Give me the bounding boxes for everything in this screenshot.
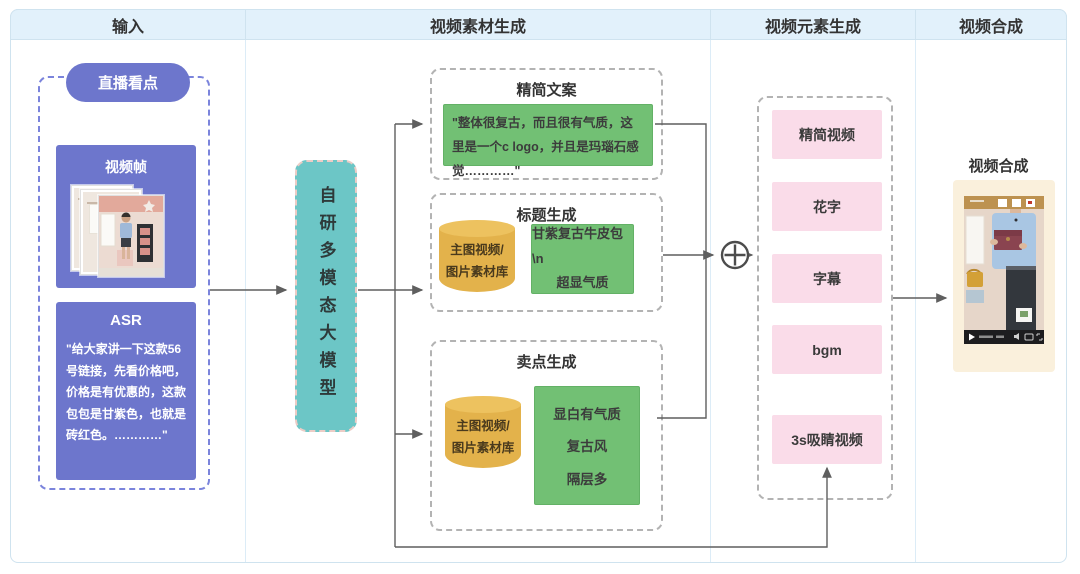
store-scene-illustration	[99, 196, 163, 276]
video-elements-group: 精简视频 花字 字幕 bgm 3s吸睛视频	[757, 96, 893, 500]
selling-point-output: 显白有气质 复古风 隔层多	[534, 386, 640, 505]
video-synthesis-card	[953, 180, 1055, 372]
volume-icon	[1014, 333, 1019, 340]
synthesized-video-image	[964, 196, 1044, 344]
stage-header-row: 输入 视频素材生成 视频元素生成 视频合成	[10, 9, 1067, 40]
column-divider	[710, 40, 711, 562]
fullscreen-icon	[1036, 333, 1043, 341]
concise-copy-output: "整体很复古，而且很有气质，这里是一个c logo，并且是玛瑙石感觉…………"	[443, 104, 653, 178]
database-label: 主图视频/ 图片素材库	[445, 243, 509, 279]
selling-point-group: 卖点生成 主图视频/ 图片素材库 显白有气质 复古风 隔层多	[430, 340, 663, 531]
multimodal-model-label: 自研多模态大模型	[316, 185, 336, 407]
live-highlight-badge: 直播看点	[66, 63, 190, 102]
title-generation-group: 标题生成 主图视频/ 图片素材库 甘紫复古牛皮包\n 超显气质	[430, 193, 663, 312]
selling-point-item: 隔层多	[566, 471, 608, 487]
video-player-illustration	[964, 196, 1044, 344]
selling-point-item: 复古风	[566, 439, 608, 455]
video-frame-node: 视频帧	[56, 145, 196, 288]
title-generation-output: 甘紫复古牛皮包\n 超显气质	[531, 224, 634, 294]
database-label: 主图视频/ 图片素材库	[451, 419, 515, 455]
element-concise-video: 精简视频	[772, 110, 882, 159]
play-icon	[969, 333, 975, 341]
title-output-line: 超显气质	[556, 275, 609, 291]
element-fancy-text: 花字	[772, 182, 882, 231]
database-icon: 主图视频/ 图片素材库	[445, 396, 521, 468]
pip-icon	[1024, 333, 1034, 341]
video-frames-image	[71, 183, 183, 279]
video-frame-label: 视频帧	[105, 159, 147, 175]
stage-header-synthesis: 视频合成	[958, 18, 1023, 36]
stage-header-element-generation: 视频元素生成	[711, 10, 916, 39]
asr-label: ASR	[110, 312, 142, 329]
title-output-line: 甘紫复古牛皮包\n	[532, 225, 624, 266]
column-divider	[245, 40, 246, 562]
asr-transcript-text: "给大家讲一下这款56号链接，先看价格吧，价格是有优惠的，这款包包是甘紫色，也就…	[66, 342, 187, 443]
asr-node: ASR "给大家讲一下这款56号链接，先看价格吧，价格是有优惠的，这款包包是甘紫…	[56, 302, 196, 480]
photo-frame-front	[98, 195, 164, 277]
column-divider	[915, 40, 916, 562]
concise-copy-group: 精简文案 "整体很复古，而且很有气质，这里是一个c logo，并且是玛瑙石感觉……	[430, 68, 663, 180]
title-generation-title: 标题生成	[516, 207, 577, 224]
video-synthesis-title: 视频合成	[968, 158, 1029, 175]
stage-header-material-generation: 视频素材生成	[246, 10, 711, 39]
selling-point-title: 卖点生成	[516, 354, 577, 371]
element-3s-hook-video: 3s吸睛视频	[772, 415, 882, 464]
multimodal-model-node: 自研多模态大模型	[295, 160, 357, 432]
stage-header-input: 输入	[11, 10, 246, 39]
element-subtitles: 字幕	[772, 254, 882, 303]
selling-point-item: 显白有气质	[553, 407, 621, 423]
concise-copy-title: 精简文案	[516, 82, 577, 99]
element-bgm: bgm	[772, 325, 882, 374]
database-icon: 主图视频/ 图片素材库	[439, 220, 515, 292]
